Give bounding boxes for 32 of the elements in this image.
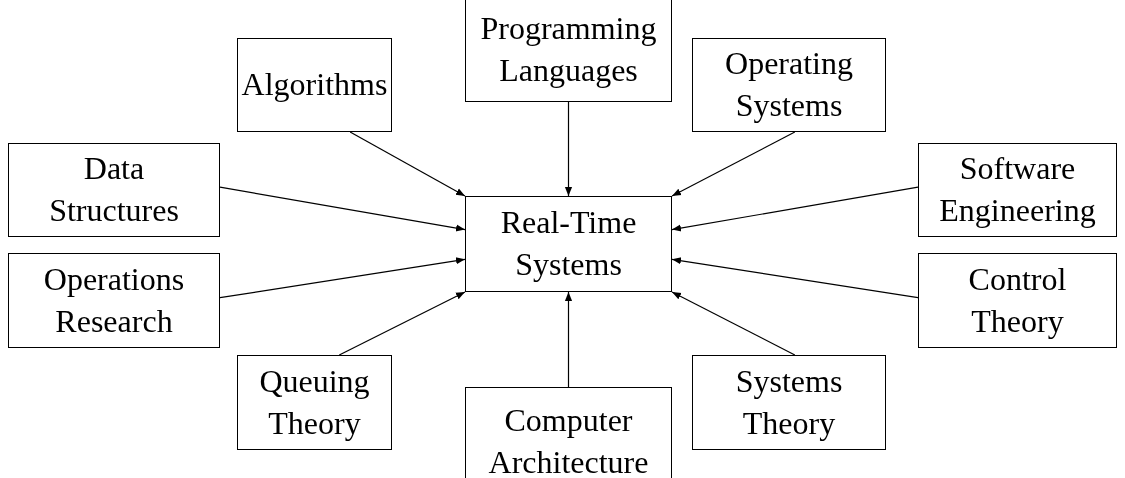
- arrow: [349, 131, 466, 197]
- topic-box: [465, 387, 672, 478]
- topic-box: [918, 253, 1117, 348]
- arrow: [219, 186, 466, 232]
- topic-box: [8, 143, 220, 237]
- topic-label: Queuing Theory: [259, 361, 370, 443]
- topic-label: Computer Architecture: [488, 401, 649, 478]
- topic-label: Operating Systems: [725, 44, 853, 125]
- arrow: [671, 131, 796, 197]
- topic-box: [465, 196, 672, 292]
- topic-box: [692, 355, 886, 450]
- topic-box: [918, 143, 1117, 237]
- topic-box: [8, 253, 220, 348]
- topic-label: Systems Theory: [735, 361, 843, 443]
- topic-label: Data Structures: [49, 149, 179, 230]
- arrow: [338, 291, 466, 356]
- topic-label: Control Theory: [968, 259, 1067, 341]
- arrow: [671, 291, 796, 356]
- arrow: [671, 186, 919, 232]
- topic-box: [692, 38, 886, 132]
- topic-box: [237, 355, 392, 450]
- arrow: [564, 291, 573, 388]
- topic-label: Algorithms: [241, 65, 388, 105]
- topic-label: Software Engineering: [939, 149, 1096, 230]
- topic-label: Operations Research: [43, 259, 185, 341]
- arrow: [564, 101, 573, 197]
- arrow: [671, 257, 919, 299]
- topic-label: Real-Time Systems: [499, 203, 638, 284]
- topic-label: Programming Languages: [480, 9, 657, 90]
- topic-box: [465, 0, 672, 102]
- arrow: [219, 257, 466, 299]
- topic-box: [237, 38, 392, 132]
